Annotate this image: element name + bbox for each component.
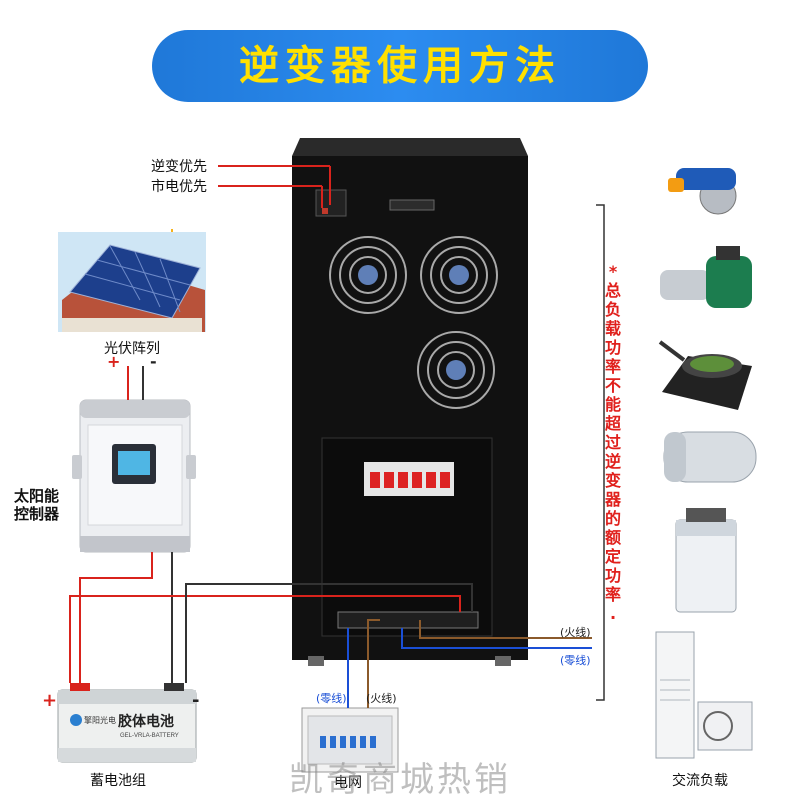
note-char: 能: [604, 395, 621, 414]
distribution-box-icon: [301, 707, 399, 773]
battery-minus-label: -: [192, 690, 200, 711]
air-conditioner-icon: [655, 631, 753, 759]
battery-name: 胶体电池: [118, 713, 174, 730]
water-heater-icon: [663, 431, 757, 483]
watermark: 凯奇商城热销: [289, 760, 511, 800]
note-char: 率: [604, 357, 621, 376]
note-char: 超: [604, 414, 621, 433]
note-char: 定: [604, 547, 621, 566]
battery-subtitle: GEL-VRLA-BATTERY: [120, 733, 179, 739]
battery-plus-label: +: [42, 690, 58, 711]
note-char: 器: [604, 490, 621, 509]
inverter-priority-label: 逆变优先: [151, 159, 207, 175]
title-banner: [152, 30, 648, 102]
inverter-cabinet-icon: [292, 138, 528, 666]
note-char: 功: [604, 338, 621, 357]
note-char: 变: [604, 471, 621, 490]
rated-power-note: * 总 负 载 功 率 不 能 超 过 逆 变 器 的 额 定 功 率 .: [604, 262, 622, 623]
note-char: 过: [604, 433, 621, 452]
note-char: 率: [604, 585, 621, 604]
ac-load-label: 交流负载: [672, 773, 728, 789]
note-char: 逆: [604, 452, 621, 471]
solar-controller-label-line1: 太阳能: [14, 487, 60, 505]
live-wire-right-label: (火线): [560, 626, 591, 639]
page-title: 逆变器使用方法: [239, 43, 561, 89]
solar-panel-icon: [58, 232, 206, 332]
battery-bank-label: 蓄电池组: [90, 773, 146, 789]
neutral-wire-grid-label: (零线): [316, 692, 347, 705]
pv-array-label: 光伏阵列: [104, 341, 160, 357]
live-wire-grid-label: (火线): [366, 692, 397, 705]
grid-priority-label: 市电优先: [151, 179, 207, 195]
grid-label: 电网: [334, 775, 362, 791]
circular-saw-icon: [668, 168, 737, 215]
note-char: 额: [604, 528, 621, 547]
controller-icon: [72, 399, 196, 553]
note-char: 功: [604, 566, 621, 585]
note-char: 负: [604, 300, 621, 319]
note-char: 的: [604, 509, 621, 528]
induction-cooker-icon: [658, 340, 752, 410]
note-char: 载: [604, 319, 621, 338]
battery-icon: [57, 683, 197, 763]
note-char: 总: [604, 281, 621, 300]
note-char: 不: [604, 376, 621, 395]
battery-brand: 擎阳光电: [84, 715, 116, 725]
note-char: .: [609, 604, 617, 623]
pv-minus-label: -: [150, 352, 157, 371]
washing-machine-icon: [675, 508, 737, 613]
water-pump-icon: [660, 246, 752, 308]
note-star: *: [608, 262, 618, 281]
neutral-wire-right-label: (零线): [560, 654, 591, 667]
pv-plus-label: +: [107, 352, 121, 371]
solar-controller-label-line2: 控制器: [14, 505, 60, 523]
